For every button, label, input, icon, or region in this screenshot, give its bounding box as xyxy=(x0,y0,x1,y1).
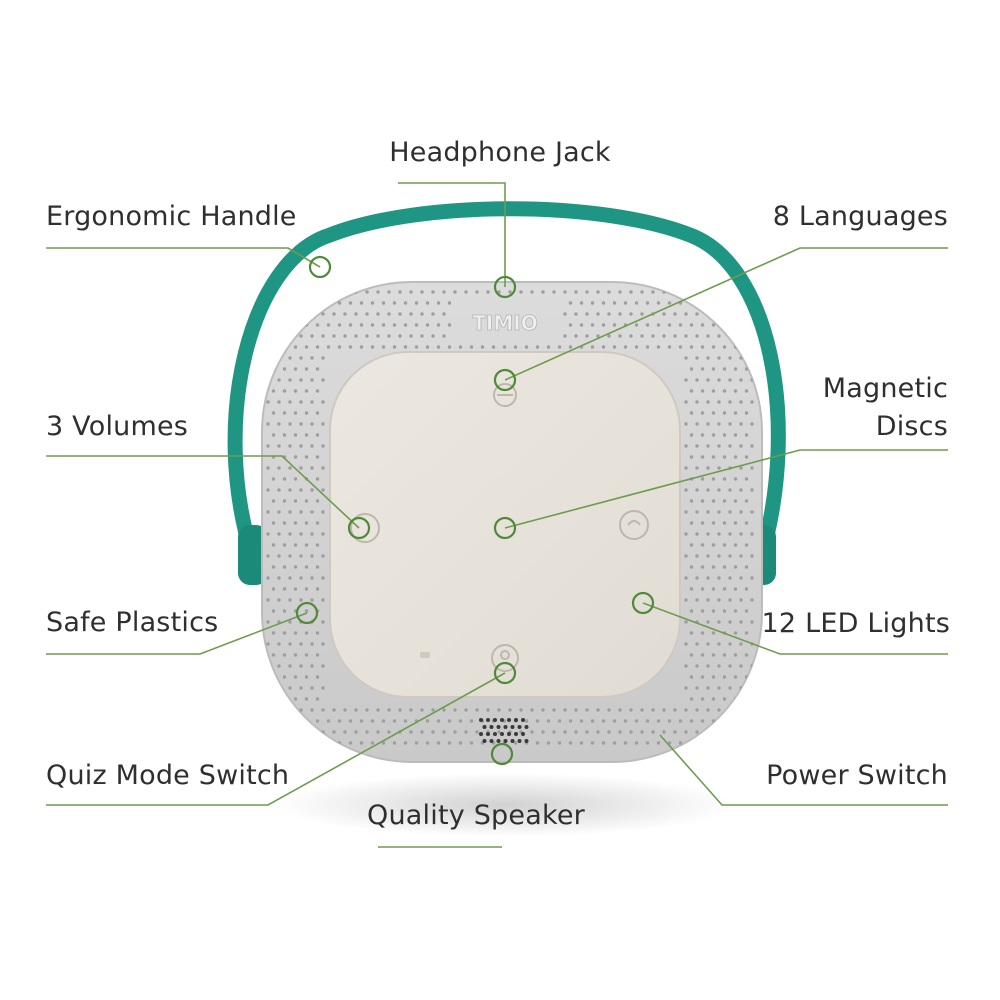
leader-8-languages xyxy=(504,247,948,381)
leader-quiz-mode-switch xyxy=(46,672,506,806)
marker-safe-plastics xyxy=(295,601,319,625)
leader-3-volumes xyxy=(46,455,360,529)
leader-12-led-lights xyxy=(642,602,948,655)
marker-3-volumes xyxy=(347,516,371,540)
marker-quiz-mode-switch xyxy=(493,661,517,685)
marker-12-led-lights xyxy=(631,591,655,615)
leader-power-switch xyxy=(659,734,948,806)
marker-8-languages xyxy=(493,368,517,392)
brand-logo: TIMIO xyxy=(472,311,537,335)
speaker-grille xyxy=(479,718,529,743)
indicator-light xyxy=(420,652,430,658)
disc-face xyxy=(329,351,681,698)
label-ergonomic-handle: Ergonomic Handle xyxy=(46,201,297,232)
callout-markers xyxy=(295,255,655,766)
leader-safe-plastics xyxy=(46,612,308,655)
label-12-led-lights: 12 LED Lights xyxy=(761,608,950,639)
marker-quality-speaker xyxy=(490,742,514,766)
label-8-languages: 8 Languages xyxy=(772,201,948,232)
label-headphone-jack: Headphone Jack xyxy=(389,137,611,168)
leader-lines xyxy=(46,182,948,848)
label-quality-speaker: Quality Speaker xyxy=(367,800,585,831)
label-quiz-mode-switch: Quiz Mode Switch xyxy=(46,760,290,791)
label-magnetic-discs-line-2: Discs xyxy=(875,411,948,442)
quiz-icon xyxy=(491,644,519,672)
label-power-switch: Power Switch xyxy=(766,760,948,791)
label-magnetic-discs: Magnetic Discs xyxy=(823,370,948,446)
handle-left-end xyxy=(238,525,268,585)
volume-icon xyxy=(350,513,380,543)
leader-ergonomic-handle xyxy=(46,247,321,268)
label-magnetic-discs-line-1: Magnetic xyxy=(822,373,948,404)
leader-magnetic-discs xyxy=(504,449,948,529)
leader-headphone-jack xyxy=(398,182,506,287)
marker-headphone-jack xyxy=(493,275,517,299)
language-icon xyxy=(619,510,649,540)
headphone-icon xyxy=(493,383,517,407)
label-safe-plastics: Safe Plastics xyxy=(46,607,219,638)
ergonomic-handle xyxy=(227,201,786,563)
device-shadow xyxy=(275,773,735,837)
label-3-volumes: 3 Volumes xyxy=(46,411,189,442)
marker-ergonomic-handle xyxy=(308,255,332,279)
marker-magnetic-discs xyxy=(493,516,517,540)
